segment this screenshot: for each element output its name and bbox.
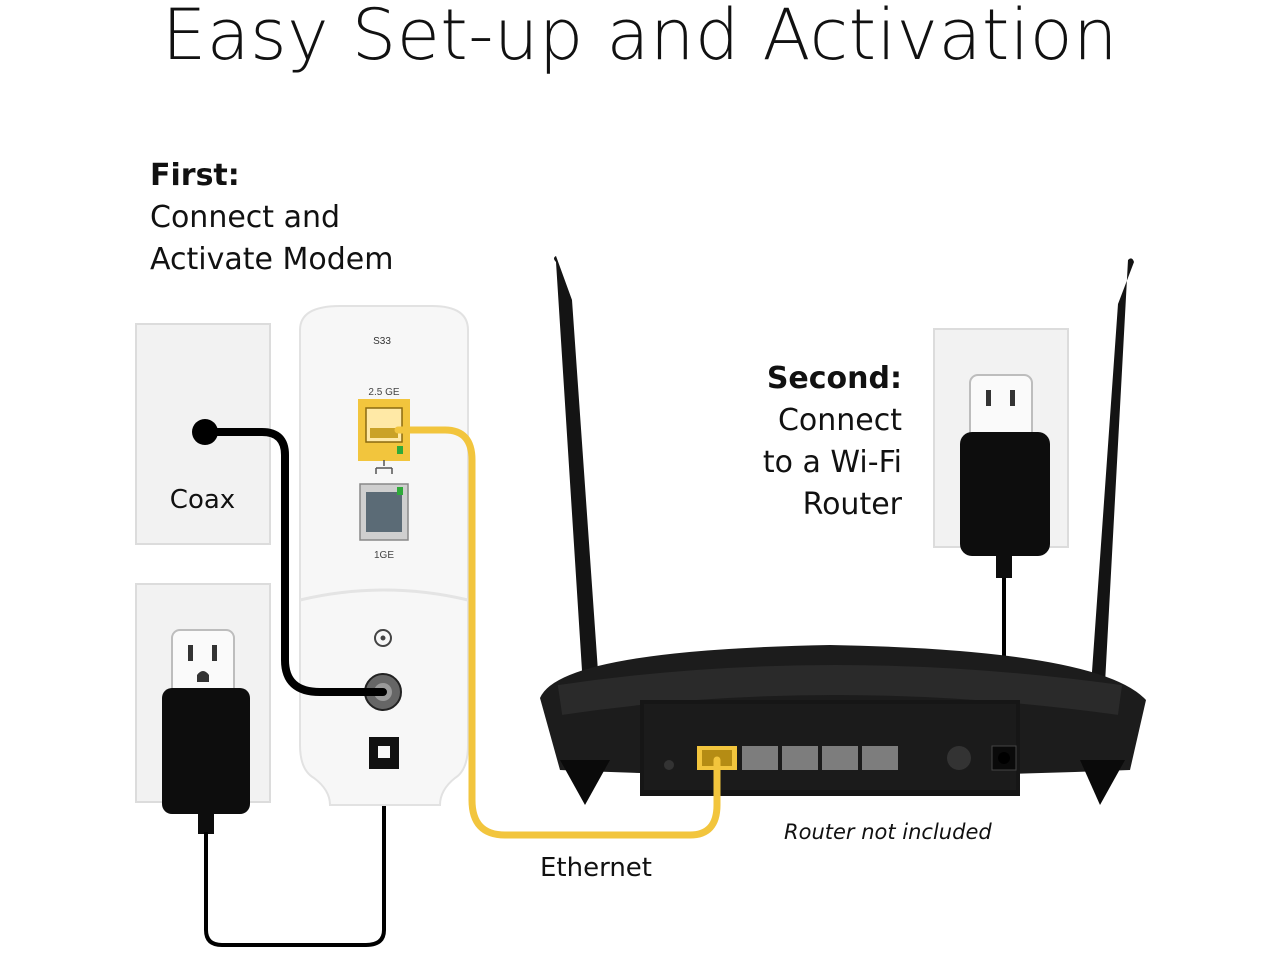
router-icon <box>540 256 1146 805</box>
router-not-included-note: Router not included <box>784 820 992 844</box>
ethernet-label: Ethernet <box>540 853 652 883</box>
modem-power-adapter-icon <box>162 688 386 947</box>
second-step-line1: Connect <box>777 403 902 438</box>
page-title: Easy Set-up and Activation <box>162 0 1118 76</box>
port-25ge-label: 2.5 GE <box>368 387 399 398</box>
first-step: First: Connect and Activate Modem <box>150 155 470 281</box>
coax-label: Coax <box>169 485 236 515</box>
second-step-line2: to a Wi-Fi <box>762 445 902 480</box>
coax-cable <box>192 419 387 696</box>
second-step-line3: Router <box>802 487 902 522</box>
modem-model-label: S33 <box>373 336 391 347</box>
first-step-heading: First: <box>150 158 240 193</box>
second-step: Second: Connect to a Wi-Fi Router <box>700 358 902 526</box>
second-step-heading: Second: <box>766 361 902 396</box>
first-step-line1: Connect and <box>150 200 341 235</box>
ethernet-cable <box>394 426 721 839</box>
port-1ge-label: 1GE <box>374 550 394 561</box>
first-step-line2: Activate Modem <box>150 242 394 277</box>
